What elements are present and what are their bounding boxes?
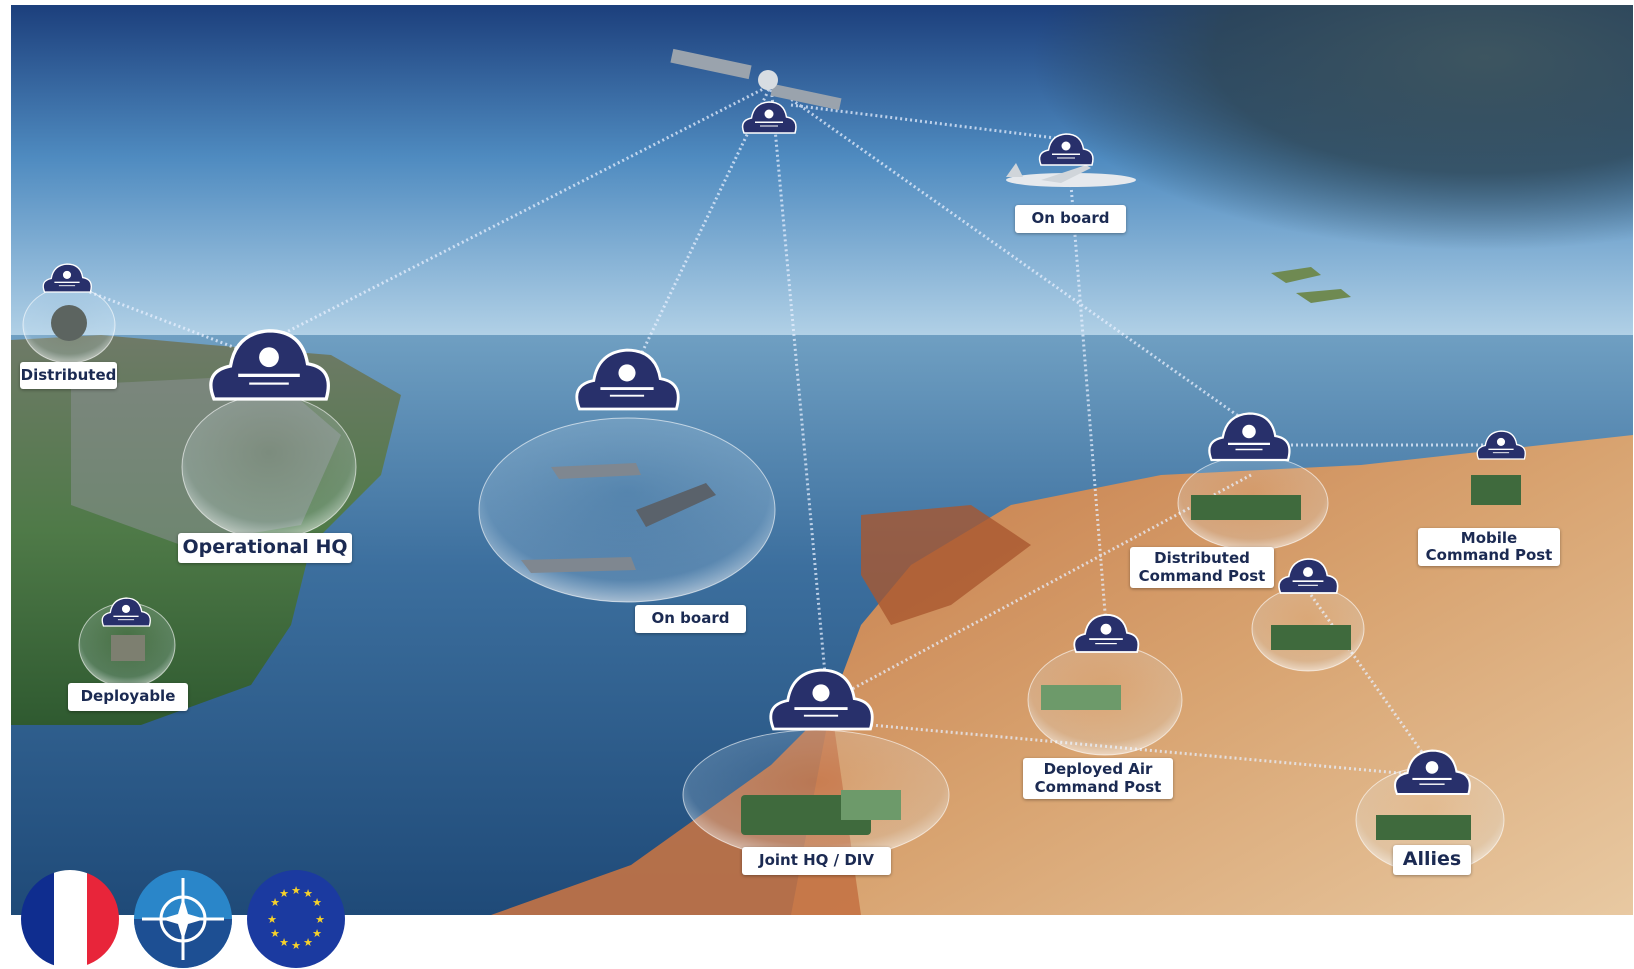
svg-text:★: ★ bbox=[303, 936, 313, 949]
label-operational-hq: Operational HQ bbox=[178, 533, 352, 563]
nexium-clouds bbox=[42, 101, 1526, 796]
svg-text:★: ★ bbox=[315, 913, 325, 926]
label-deployable: Deployable bbox=[68, 683, 188, 711]
fighter-jets-icon bbox=[1271, 267, 1351, 303]
label-distributed: Distributed bbox=[20, 362, 117, 389]
scene-illustration bbox=[11, 5, 1633, 915]
nexium-cloud-icon bbox=[575, 348, 680, 411]
svg-text:★: ★ bbox=[279, 936, 289, 949]
nexium-cloud-icon bbox=[1208, 412, 1291, 462]
svg-text:★: ★ bbox=[267, 913, 277, 926]
military-vehicle-icon bbox=[741, 475, 1521, 840]
svg-text:★: ★ bbox=[312, 896, 322, 909]
nexium-cloud-icon bbox=[769, 668, 874, 731]
nato-emblem-icon bbox=[134, 870, 232, 968]
label-allies: Allies bbox=[1393, 845, 1471, 875]
nexium-cloud-icon bbox=[101, 597, 151, 627]
svg-text:★: ★ bbox=[291, 939, 301, 952]
svg-text:★: ★ bbox=[270, 896, 280, 909]
nexium-cloud-icon bbox=[741, 101, 797, 134]
nexium-cloud-icon bbox=[1073, 613, 1140, 653]
france-flag-icon bbox=[21, 870, 119, 968]
svg-text:★: ★ bbox=[270, 927, 280, 940]
label-joint-hq-div: Joint HQ / DIV bbox=[742, 847, 891, 875]
aircraft-icon bbox=[1006, 163, 1136, 187]
radar-icon bbox=[51, 305, 145, 661]
nexium-cloud-icon bbox=[42, 263, 92, 293]
nexium-cloud-icon bbox=[1393, 749, 1471, 796]
eu-flag-icon: ★★★ ★★★ ★★★ ★★★ bbox=[247, 870, 345, 968]
nexium-cloud-icon bbox=[1278, 558, 1339, 594]
label-on-board-aircraft: On board bbox=[1015, 205, 1126, 233]
nexium-cloud-icon bbox=[209, 329, 330, 401]
svg-text:★: ★ bbox=[279, 887, 289, 900]
satellite-icon bbox=[670, 48, 842, 111]
nexium-cloud-icon bbox=[1038, 133, 1094, 166]
label-on-board-ships: On board bbox=[635, 605, 746, 633]
nexium-cloud-icon bbox=[1476, 430, 1526, 460]
svg-text:★: ★ bbox=[312, 927, 322, 940]
svg-text:★: ★ bbox=[303, 887, 313, 900]
svg-text:★: ★ bbox=[291, 884, 301, 897]
warship-icon bbox=[521, 463, 716, 573]
